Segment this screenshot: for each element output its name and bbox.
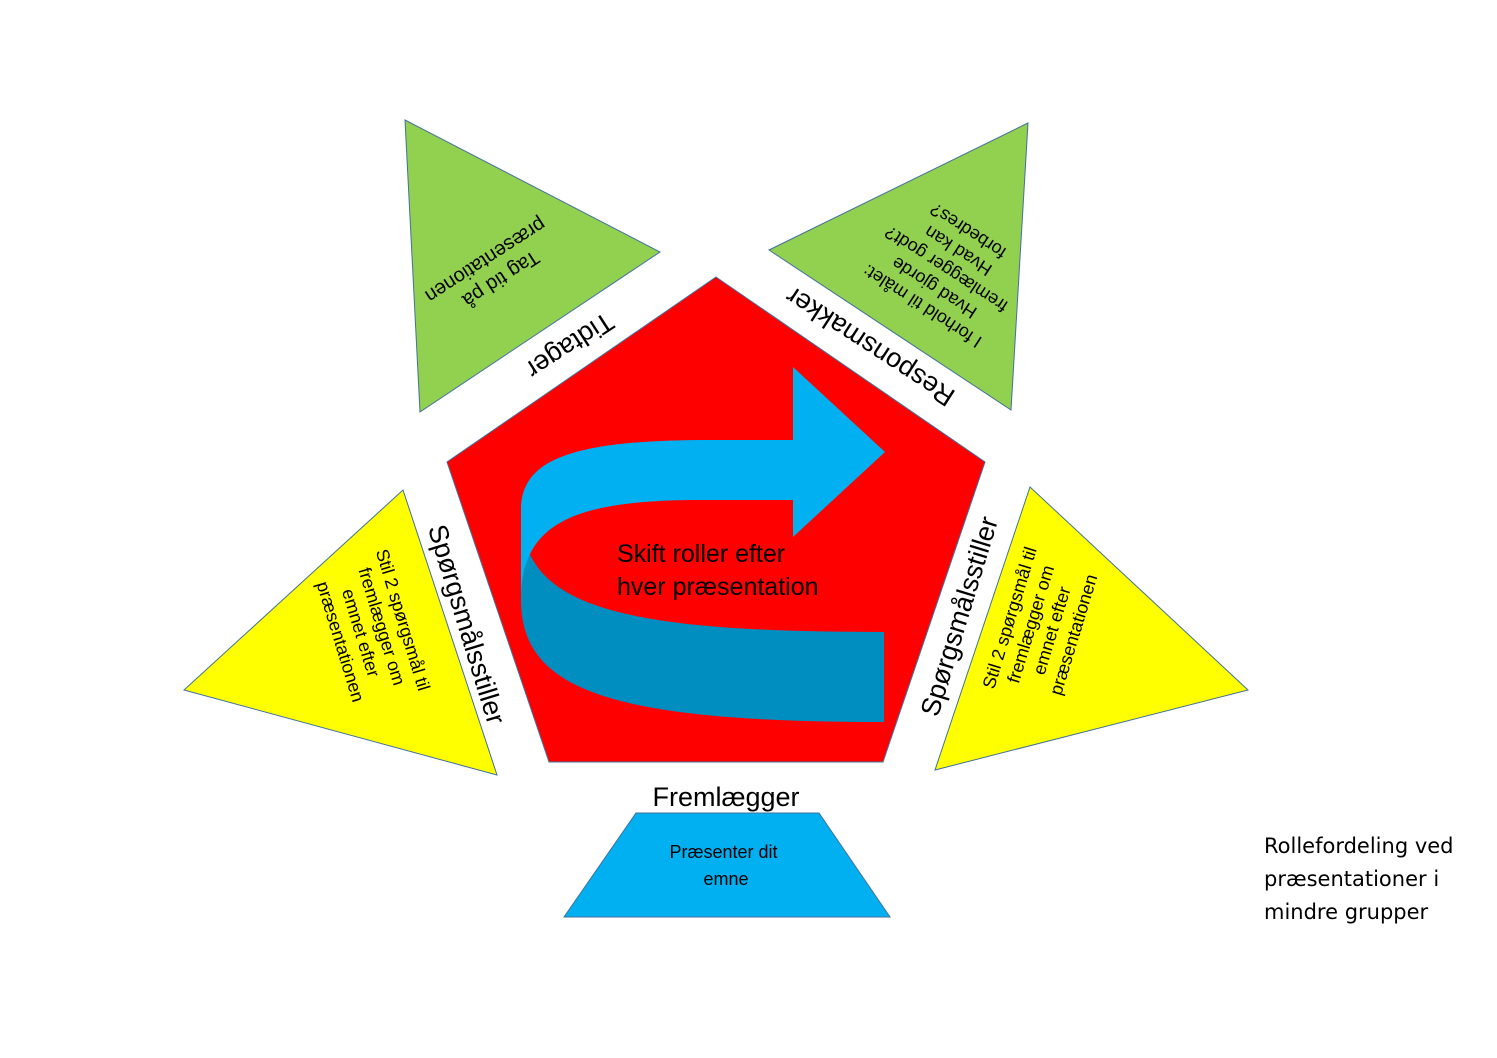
caption-line1: Rollefordeling ved (1264, 834, 1454, 858)
fremlaegger-text-line2: emne (703, 869, 748, 889)
responsmakker-triangle (767, 122, 1029, 411)
fremlaegger-trapezoid (563, 812, 891, 918)
spoergsmaalsstiller-left-triangle (182, 489, 498, 776)
svg-text:I forhold til målet: Hvad: I forhold til målet: Hvad gjorde fremlæg… (853, 183, 1035, 354)
rotate-arrow-icon (521, 367, 885, 722)
center-text-line2: hver præsentation (617, 573, 819, 601)
caption-line3: mindre grupper (1264, 900, 1429, 924)
tidtager-triangle (404, 119, 661, 413)
spoergsmaalsstiller-right-triangle (934, 486, 1250, 771)
center-text-line1: Skift roller efter (617, 540, 785, 568)
fremlaegger-text-line1: Præsenter dit (669, 842, 777, 862)
svg-text:Præsenter dit emne: Præsenter dit emne (669, 842, 782, 889)
caption: Rollefordeling ved præsentationer i mind… (1264, 830, 1494, 929)
fremlaegger-title: Fremlægger (652, 782, 799, 812)
caption-line2: præsentationer i (1264, 867, 1440, 891)
svg-text:Skift roller efter hver pr: Skift roller efter hver præsentation (617, 540, 819, 601)
